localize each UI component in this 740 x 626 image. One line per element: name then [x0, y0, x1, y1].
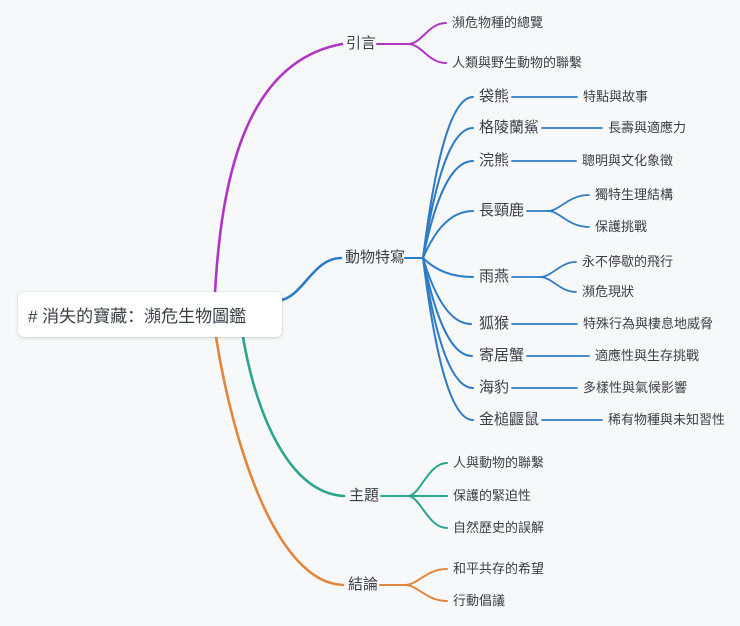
node-swift[interactable]: 雨燕	[479, 268, 510, 285]
branch-intro[interactable]: 引言	[346, 35, 377, 52]
themes-branch-links	[241, 335, 448, 529]
node-theme-urgency[interactable]: 保護的緊迫性	[453, 488, 532, 504]
leaf-shark-longevity[interactable]: 長壽與適應力	[608, 120, 687, 136]
node-hermit-crab[interactable]: 寄居蟹	[479, 347, 525, 364]
node-wombat[interactable]: 袋熊	[479, 88, 510, 105]
node-theme-human-animal[interactable]: 人與動物的聯繫	[453, 455, 545, 471]
node-intro-overview[interactable]: 瀕危物種的總覽	[452, 15, 544, 31]
root-title: # 消失的寶藏：瀕危生物圖鑑	[28, 307, 247, 326]
intro-branch-links	[213, 22, 447, 295]
node-giraffe[interactable]: 長頸鹿	[479, 202, 525, 219]
node-lemur[interactable]: 狐猴	[479, 315, 510, 332]
leaf-swift-status[interactable]: 瀕危現狀	[582, 284, 635, 300]
node-raccoon[interactable]: 浣熊	[479, 152, 510, 169]
leaf-raccoon-culture[interactable]: 聰明與文化象徵	[582, 153, 674, 169]
node-golden-mole[interactable]: 金槌鼴鼠	[479, 411, 540, 428]
node-theme-misconception[interactable]: 自然歷史的誤解	[453, 520, 545, 536]
node-seal[interactable]: 海豹	[479, 379, 510, 396]
branch-conclusion[interactable]: 結論	[348, 576, 379, 593]
node-root[interactable]: # 消失的寶藏：瀕危生物圖鑑	[18, 292, 282, 337]
leaf-wombat-traits[interactable]: 特點與故事	[583, 89, 649, 105]
leaf-swift-flight[interactable]: 永不停歇的飛行	[582, 254, 674, 270]
branch-themes[interactable]: 主題	[349, 487, 380, 504]
node-conclusion-hope[interactable]: 和平共存的希望	[453, 561, 545, 577]
leaf-giraffe-physiology[interactable]: 獨特生理結構	[595, 187, 674, 203]
leaf-lemur-behavior[interactable]: 特殊行為與棲息地威脅	[583, 316, 714, 332]
node-intro-human-link[interactable]: 人類與野生動物的聯繫	[452, 55, 583, 71]
conclusion-branch-links	[214, 335, 448, 602]
leaf-giraffe-protection[interactable]: 保護挑戰	[595, 219, 648, 235]
node-greenland-shark[interactable]: 格陵蘭鯊	[479, 119, 540, 136]
leaf-crab-adaptability[interactable]: 適應性與生存挑戰	[595, 348, 700, 364]
leaf-mole-rarity[interactable]: 稀有物種與未知習性	[608, 412, 726, 428]
animals-branch-links	[280, 96, 603, 421]
branch-animals[interactable]: 動物特寫	[345, 249, 406, 266]
leaf-seal-diversity[interactable]: 多樣性與氣候影響	[583, 380, 688, 396]
node-conclusion-advocacy[interactable]: 行動倡議	[453, 593, 506, 609]
